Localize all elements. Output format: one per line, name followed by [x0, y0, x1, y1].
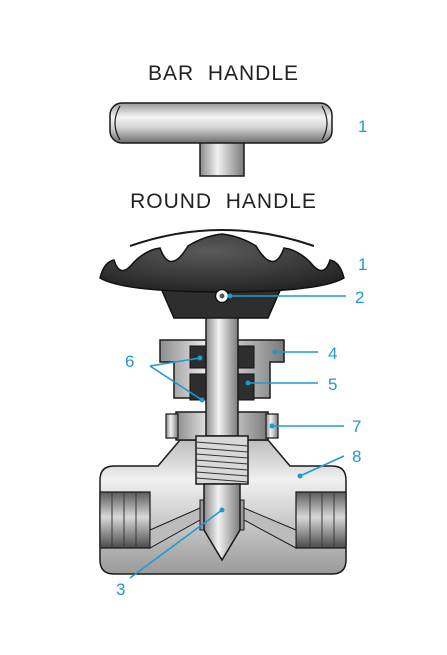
callout-4-bonnet-nut: 4: [328, 344, 338, 363]
round-handle-knob: [99, 233, 345, 293]
bar-handle-crossbar: [109, 102, 333, 144]
bar-handle-hub: [199, 139, 245, 177]
callout-7-panel-nut: 7: [352, 417, 362, 436]
callout-leaders: [129, 293, 346, 579]
bonnet-assembly: [159, 317, 285, 562]
panel-nut-left: [165, 413, 179, 439]
callout-1-round-handle: 1: [358, 255, 368, 274]
callout-5-gland: 5: [328, 375, 338, 394]
valve-stem: [205, 317, 239, 437]
inlet-port: [99, 491, 151, 549]
round-handle: [99, 229, 345, 319]
round-handle-title: ROUND HANDLE: [130, 190, 317, 213]
leader-packing-lower: [149, 365, 203, 401]
callout-3-stem-tip: 3: [116, 580, 126, 599]
stem-thread: [195, 435, 249, 485]
callout-8-body: 8: [352, 447, 362, 466]
leader-stem-tip: [129, 509, 223, 579]
bar-handle-title: BAR HANDLE: [147, 62, 300, 85]
callout-6-packing: 6: [125, 352, 135, 371]
callout-1-bar-handle: 1: [358, 117, 368, 136]
callout-2-ball: 2: [355, 288, 365, 307]
leader-body: [299, 455, 345, 477]
outlet-port: [295, 491, 347, 549]
leader-packing-upper: [149, 357, 201, 367]
bar-handle: [109, 102, 333, 177]
